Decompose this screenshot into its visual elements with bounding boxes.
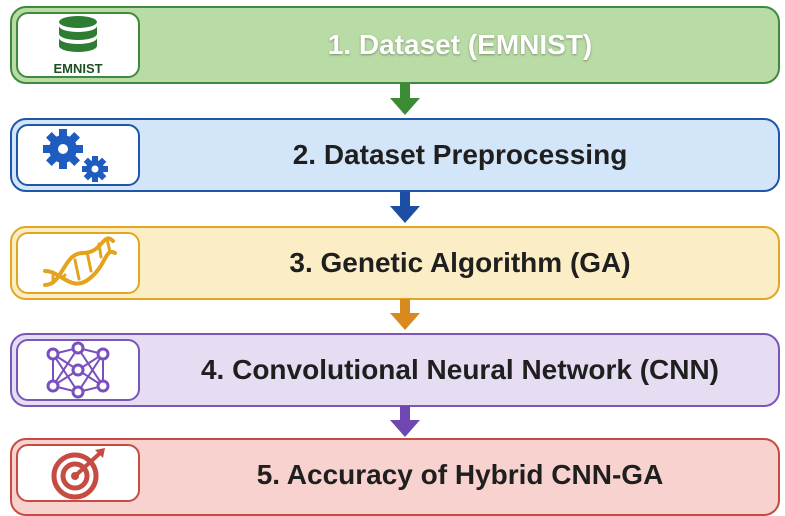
step-4-icon-box [16,339,140,401]
step-1-icon-box: EMNIST [16,12,140,78]
step-5-icon-box [16,444,140,502]
arrow-down-icon [390,406,420,437]
step-dataset: EMNIST 1. Dataset (EMNIST) [10,6,780,84]
target-icon [51,448,105,500]
step-2-label: 2. Dataset Preprocessing [292,139,628,170]
gears-icon [43,129,108,182]
step-cnn: 4. Convolutional Neural Network (CNN) [10,333,780,407]
neural-network-icon [46,341,110,399]
step-accuracy: 5. Accuracy of Hybrid CNN-GA [10,438,780,516]
step-4-label: 4. Convolutional Neural Network (CNN) [200,354,720,385]
arrow-down-icon [390,192,420,223]
database-icon: EMNIST [53,16,103,76]
step-genetic-algorithm: 3. Genetic Algorithm (GA) [10,226,780,300]
arrow-down-icon [390,84,420,115]
step-5-label: 5. Accuracy of Hybrid CNN-GA [256,459,664,490]
step-3-label: 3. Genetic Algorithm (GA) [289,247,631,278]
emnist-icon-text: EMNIST [53,61,102,76]
step-2-icon-box [16,124,140,186]
step-1-label: 1. Dataset (EMNIST) [327,29,593,60]
step-3-icon-box [16,232,140,294]
step-preprocessing: 2. Dataset Preprocessing [10,118,780,192]
arrow-down-icon [390,299,420,330]
dna-icon [43,236,117,287]
